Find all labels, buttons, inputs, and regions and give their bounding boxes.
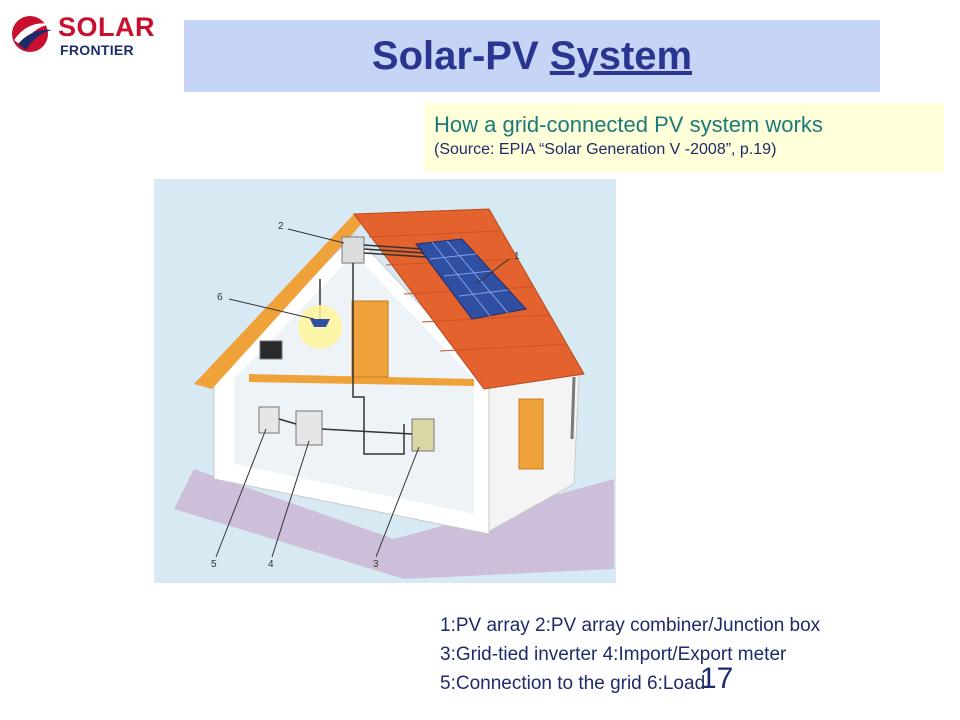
tv: [259, 340, 283, 360]
slide-title: Solar-PV System: [372, 34, 692, 79]
callout-lines: [215, 228, 510, 558]
grid-connection-box: [258, 406, 280, 434]
title-part-1: Solar-PV: [371, 33, 550, 78]
cable-to-inverter: [352, 263, 405, 455]
callout-3: 3: [373, 559, 379, 570]
lamp: [310, 319, 330, 327]
caption-source: (Source: EPIA “Solar Generation V -2008”…: [434, 141, 777, 158]
callout-6: 6: [217, 292, 223, 303]
legend-line-2: 3:Grid-tied inverter 4:Import/Export met…: [440, 644, 787, 665]
caption-box: How a grid-connected PV system works (So…: [424, 103, 944, 172]
callout-numbers: 1 2 3 4 5 6: [211, 221, 520, 570]
callout-2: 2: [278, 221, 284, 232]
house-pv-illustration: 1 2 3 4 5 6: [154, 179, 616, 583]
ground-shadow: [174, 469, 614, 579]
inverter: [411, 418, 435, 452]
logo-text-frontier: FRONTIER: [60, 42, 134, 58]
callout-4: 4: [268, 559, 274, 570]
legend: 1:PV array 2:PV array combiner/Junction …: [440, 611, 820, 698]
callout-5: 5: [211, 559, 217, 570]
logo-swoosh-icon: [12, 16, 52, 52]
caption-main: How a grid-connected PV system works: [434, 112, 823, 137]
attic-door: [351, 300, 389, 378]
pv-array: [415, 238, 527, 320]
pv-array-grid: [429, 240, 509, 317]
legend-line-3: 5:Connection to the grid 6:Load: [440, 673, 706, 694]
title-band: Solar-PV System: [184, 20, 880, 92]
legend-line-1: 1:PV array 2:PV array combiner/Junction …: [440, 615, 821, 636]
dc-cables: [363, 244, 427, 258]
attic-floor: [249, 374, 474, 386]
callout-1: 1: [514, 251, 520, 262]
logo-text-solar: SOLAR: [58, 12, 155, 42]
solar-frontier-logo: SOLAR FRONTIER: [10, 8, 155, 64]
junction-box: [341, 236, 365, 264]
side-window: [518, 398, 544, 470]
page-number: 17: [700, 662, 734, 695]
import-export-meter: [295, 410, 323, 446]
downpipe: [570, 376, 576, 440]
ac-cables: [278, 418, 413, 435]
title-part-2: System: [549, 33, 693, 78]
front-roof-edge: [194, 214, 366, 389]
